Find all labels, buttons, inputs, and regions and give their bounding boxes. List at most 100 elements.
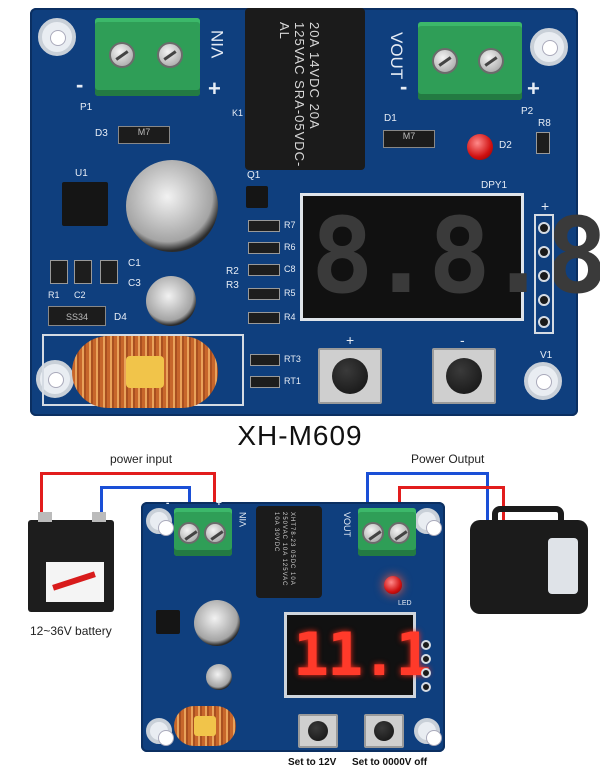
button-minus-label: - [460, 332, 465, 348]
diagram-header [421, 640, 431, 692]
smd-rt1 [250, 376, 280, 388]
battery-icon [28, 512, 114, 612]
pin-icon [421, 682, 431, 692]
display-digits: 8.8.8 [311, 195, 600, 317]
rt3-label: RT3 [284, 354, 301, 364]
input-negative-wire-drop [100, 486, 103, 522]
screw-icon [388, 522, 410, 544]
push-button-left [318, 348, 382, 404]
header-plus-label: + [541, 198, 550, 214]
r2-label: R2 [226, 266, 239, 277]
header-v1 [534, 214, 554, 334]
diagram-capacitor-c3 [206, 664, 232, 690]
smd-r1 [50, 260, 68, 284]
diagram-input-terminal [174, 508, 232, 556]
r4-label: R4 [284, 312, 296, 322]
power-input-label: power input [110, 452, 173, 466]
battery-stripe [52, 571, 96, 591]
output-negative-wire [366, 472, 488, 475]
input-negative-wire [100, 486, 190, 489]
vin-label: VIN [208, 30, 227, 59]
k1-label: K1 [232, 108, 244, 118]
relay-marking: 20A 14VDC 20A 125VAC SRA-05VDC-AL [277, 22, 322, 168]
smd-c2 [74, 260, 92, 284]
pin-icon [538, 270, 550, 282]
diagram-relay: ХHT78-23 05DC 10A 250VAC 10A 125VAC 10A … [256, 506, 322, 598]
pin-icon [538, 294, 550, 306]
rt1-label: RT1 [284, 376, 301, 386]
vout-label: VOUT [387, 32, 406, 80]
diagram-led-label: LED [398, 600, 412, 607]
pin-icon [421, 654, 431, 664]
dpy1-label: DPY1 [481, 180, 508, 191]
inductor-core [126, 356, 164, 388]
output-negative-wire-board [366, 472, 369, 504]
diagram-relay-marking: ХHT78-23 05DC 10A 250VAC 10A 125VAC 10A … [273, 512, 295, 587]
diagram-capacitor-c1 [194, 600, 240, 646]
portable-power-station-icon [470, 506, 588, 614]
output-negative-wire-drop [486, 472, 489, 526]
diagram-button-set-off [364, 714, 404, 748]
input-negative-wire-board [188, 486, 191, 504]
screw-icon [109, 42, 135, 68]
mounting-hole-bottom-right [524, 362, 562, 400]
diagram-ic [156, 610, 180, 634]
diode-d3: M7 [118, 126, 170, 144]
screw-icon [478, 48, 504, 74]
output-plus-label: + [527, 76, 540, 101]
u1-label: U1 [75, 168, 88, 179]
relay-component: 20A 14VDC 20A 125VAC SRA-05VDC-AL [245, 8, 365, 170]
d1-label: D1 [384, 113, 397, 124]
button-plus-label: + [346, 332, 355, 348]
button-cap [446, 358, 482, 394]
mounting-hole-top-left [38, 18, 76, 56]
diagram-vin-label: VIN [238, 512, 248, 528]
screw-icon [157, 42, 183, 68]
diagram-display: 11.1 [284, 612, 431, 698]
mounting-hole-top-right [530, 28, 568, 66]
smd-r7 [248, 220, 280, 232]
toroid-inductor [72, 336, 218, 408]
button-cap [332, 358, 368, 394]
smd-r1b [100, 260, 118, 284]
d4-label: D4 [114, 312, 127, 323]
p2-label: P2 [521, 106, 534, 117]
input-minus-label: - [76, 72, 84, 97]
button-cap [308, 721, 328, 741]
diode-d1: M7 [383, 130, 435, 148]
c2-label: C2 [74, 290, 86, 300]
screw-icon [178, 522, 200, 544]
seven-segment-display: 8.8.8 [300, 193, 600, 321]
screw-icon [432, 48, 458, 74]
r5-label: R5 [284, 288, 296, 298]
diagram-hole [146, 718, 174, 746]
v1-label: V1 [540, 350, 553, 361]
c8-label: C8 [284, 264, 296, 274]
input-positive-wire-board [213, 472, 216, 502]
c3-label: C3 [128, 278, 141, 289]
r1-label: R1 [48, 290, 60, 300]
c1-label: C1 [128, 258, 141, 269]
diode-d4: SS34 [48, 306, 106, 326]
r7-label: R7 [284, 220, 296, 230]
diagram-display-value: 11.1 [293, 620, 431, 690]
diagram-input-minus: - [166, 498, 170, 509]
pin-icon [421, 668, 431, 678]
r3-label: R3 [226, 280, 239, 291]
output-minus-label: - [400, 74, 408, 99]
pin-icon [538, 316, 550, 328]
r8-label: R8 [538, 118, 551, 129]
pin-icon [538, 222, 550, 234]
resistor-r8 [536, 132, 550, 154]
screw-icon [204, 522, 226, 544]
diagram-led [384, 576, 402, 594]
power-output-label: Power Output [411, 452, 485, 466]
r6-label: R6 [284, 242, 296, 252]
button-set-12v-label: Set to 12V [288, 757, 337, 768]
station-handle [492, 506, 564, 522]
station-light-panel [548, 538, 578, 594]
diagram-inductor [174, 706, 236, 746]
output-terminal-block [418, 22, 522, 100]
push-button-right [432, 348, 496, 404]
diagram-vout-label: VOUT [342, 512, 352, 538]
